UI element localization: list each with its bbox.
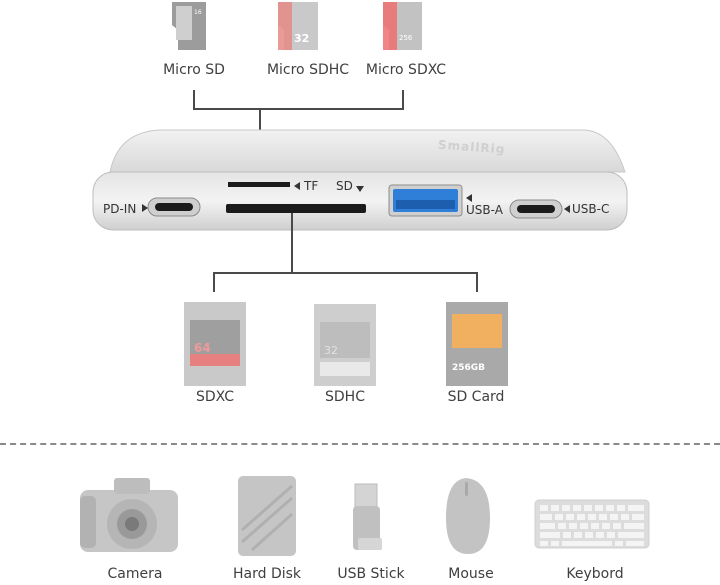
usb-stick-icon [353, 483, 382, 550]
tf-slot [228, 182, 290, 187]
sdhc-label: SDHC [325, 389, 365, 405]
devices-graphics [80, 476, 650, 556]
sd-card-icon: 256GB [446, 302, 508, 386]
sd-card-capacity-text: 256GB [452, 363, 485, 373]
tf-label: TF [304, 179, 319, 193]
pd-in-label: PD-IN [103, 202, 137, 216]
sd-label: SD [336, 179, 353, 193]
connector-line [213, 272, 215, 292]
sdxc-label: SDXC [195, 389, 234, 405]
micro-sdxc-label: Micro SDXC [365, 62, 447, 78]
connector-line [193, 108, 404, 110]
sdxc-card-icon: 64 [184, 302, 246, 386]
hard-disk-icon [238, 476, 296, 556]
micro-sd-card-text: 16 [194, 9, 202, 16]
micro-sdhc-card-text: 32 [294, 32, 309, 45]
sdxc-card-text: 64 [194, 341, 211, 355]
usb-stick-label: USB Stick [337, 566, 405, 582]
micro-sd-label: Micro SD [163, 62, 225, 78]
micro-cards-graphics: 16 32 256 [172, 2, 422, 50]
mouse-icon [446, 478, 490, 554]
micro-sdhc-label: Micro SDHC [266, 62, 350, 78]
sdhc-card-text: 32 [324, 344, 338, 357]
connector-line [213, 272, 478, 274]
keyboard-icon [534, 499, 650, 549]
micro-sdhc-card-icon: 32 [278, 2, 318, 50]
mouse-label: Mouse [448, 566, 494, 582]
usb-a-label: USB-A [466, 203, 503, 217]
micro-sd-card-icon: 16 [172, 2, 206, 50]
section-divider [0, 443, 720, 445]
connector-line [291, 213, 293, 273]
connector-line [476, 272, 478, 292]
sdhc-card-icon: 32 [314, 304, 376, 386]
connector-line [193, 90, 195, 110]
keyboard-label: Keybord [566, 566, 624, 582]
sd-cards-graphics: 64 32 256GB [184, 302, 508, 386]
hub-device [92, 129, 628, 231]
sd-slot [226, 204, 366, 213]
camera-icon [80, 478, 178, 552]
hard-disk-label: Hard Disk [232, 566, 302, 582]
sd-card-label: SD Card [447, 389, 505, 405]
connector-line [402, 90, 404, 110]
micro-sdxc-card-text: 256 [399, 34, 413, 42]
usb-c-label: USB-C [572, 202, 610, 216]
micro-sdxc-card-icon: 256 [383, 2, 422, 50]
camera-label: Camera [107, 566, 163, 582]
